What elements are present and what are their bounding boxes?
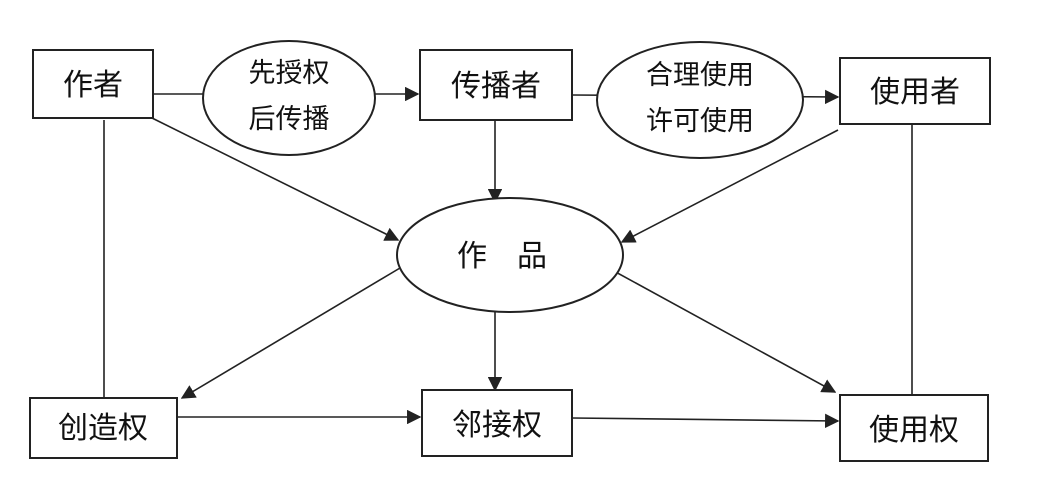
node-disseminator: 传播者	[419, 49, 573, 121]
node-author-label: 作者	[63, 68, 123, 103]
node-work-label: 作 品	[457, 239, 547, 274]
node-work: 作 品	[396, 197, 624, 313]
node-user: 使用者	[839, 57, 991, 125]
node-user-label: 使用者	[870, 75, 960, 110]
node-author: 作者	[32, 49, 154, 119]
node-disseminator-label: 传播者	[451, 69, 541, 104]
annotation-use-ellipse: 合理使用 许可使用	[596, 41, 804, 159]
edge-neighboring-right-to-usage-right	[571, 413, 840, 429]
node-creation-right: 创造权	[29, 397, 178, 459]
annotation-use-line2: 许可使用	[646, 106, 754, 137]
node-usage-right: 使用权	[839, 394, 989, 462]
node-creation-right-label: 创造权	[58, 411, 148, 446]
annotation-authorize-line1: 先授权	[249, 58, 330, 89]
annotation-authorize-line2: 后传播	[249, 104, 330, 135]
annotation-use-line1: 合理使用	[646, 60, 754, 91]
annotation-authorize-ellipse: 先授权 后传播	[202, 40, 376, 156]
node-neighboring-right-label: 邻接权	[452, 408, 542, 443]
edge-author-to-work	[151, 117, 400, 241]
node-usage-right-label: 使用权	[869, 413, 959, 448]
edge-work-to-creation-right	[180, 267, 401, 399]
edge-work-to-usage-right	[611, 269, 837, 393]
node-neighboring-right: 邻接权	[421, 389, 573, 457]
edge-user-to-work	[620, 129, 839, 243]
